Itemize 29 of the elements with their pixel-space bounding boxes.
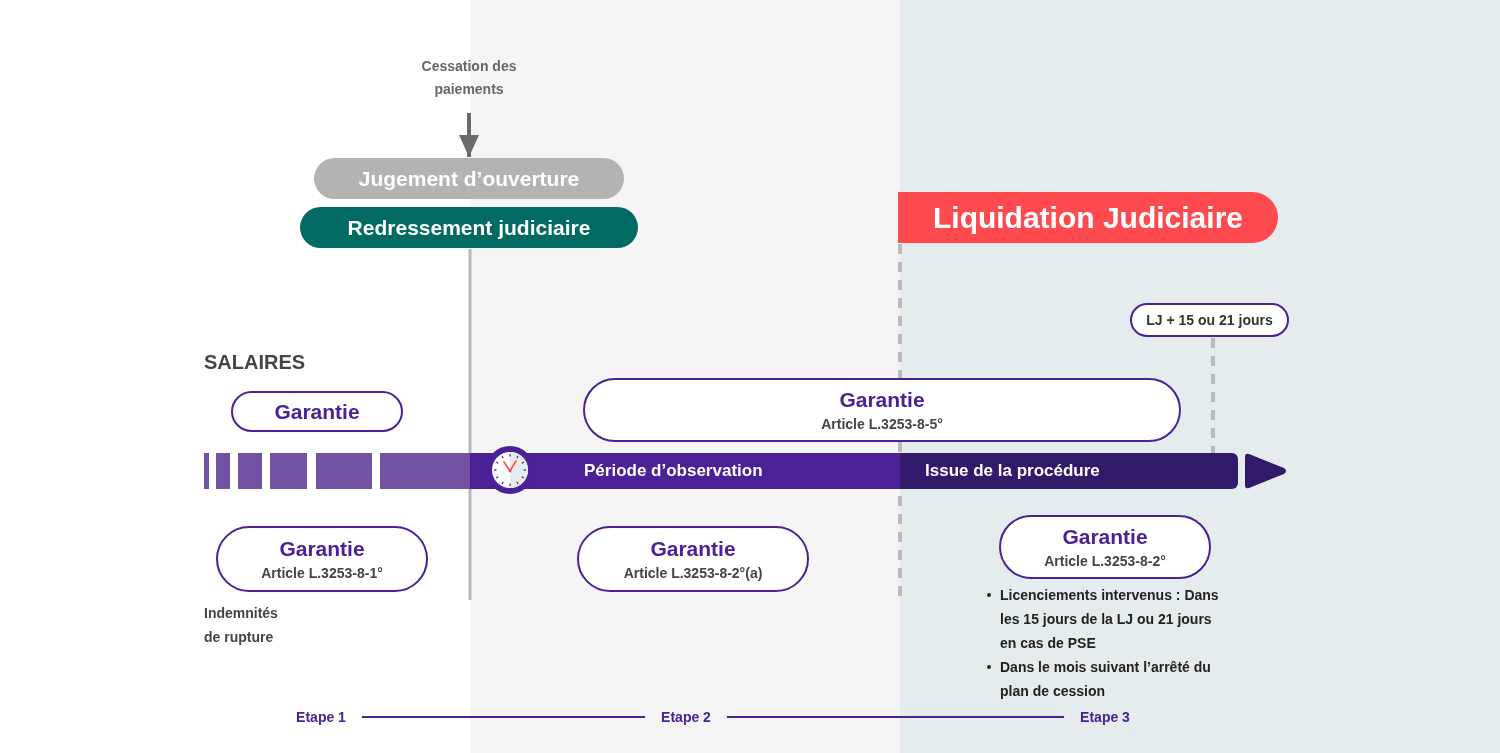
- list-item: Dans le mois suivant l’arrêté du plan de cession: [987, 655, 1225, 703]
- list-item: Licenciements intervenus : Dans les 15 jours de la LJ ou 21 jours en cas de PSE: [987, 583, 1225, 655]
- article-reference: Article L.3253-8-2°(a): [623, 565, 763, 581]
- guarantee-title: Garantie: [650, 537, 736, 561]
- timeline-segment: Période d’observation: [470, 453, 900, 489]
- event-label: Cessation des paiements: [409, 55, 529, 101]
- timeline-segment: Issue de la procédure: [900, 453, 1238, 489]
- guarantee-title: Garantie: [279, 537, 365, 561]
- article-reference: Article L.3253-8-2°: [1044, 553, 1166, 569]
- procedure-banner: Liquidation Judiciaire: [898, 192, 1278, 243]
- guarantee-pill: [999, 515, 1211, 579]
- procedure-pill: Redressement judiciaire: [300, 207, 638, 248]
- section-heading: SALAIRES: [204, 350, 306, 375]
- stage-label: Etape 1: [296, 708, 346, 726]
- deadline-pill: LJ + 15 ou 21 jours: [1130, 303, 1289, 337]
- event-pill: Jugement d’ouverture: [314, 158, 624, 199]
- stage-label: Etape 2: [661, 708, 711, 726]
- guarantee-title: Garantie: [1062, 525, 1148, 549]
- dashed-connector: [1211, 338, 1215, 453]
- row-label: Indemnités de rupture: [204, 604, 279, 647]
- article-reference: Article L.3253-8-5°: [821, 416, 943, 432]
- connector-line: [360, 716, 647, 718]
- stage-label: Etape 3: [1080, 708, 1130, 726]
- guarantee-title: Garantie: [839, 388, 925, 412]
- arrow: [459, 113, 479, 157]
- article-reference: Article L.3253-8-1°: [261, 565, 383, 581]
- connector-line: [725, 716, 1066, 718]
- guarantee-pill: [583, 378, 1181, 442]
- guarantee-pill: Garantie: [231, 391, 403, 432]
